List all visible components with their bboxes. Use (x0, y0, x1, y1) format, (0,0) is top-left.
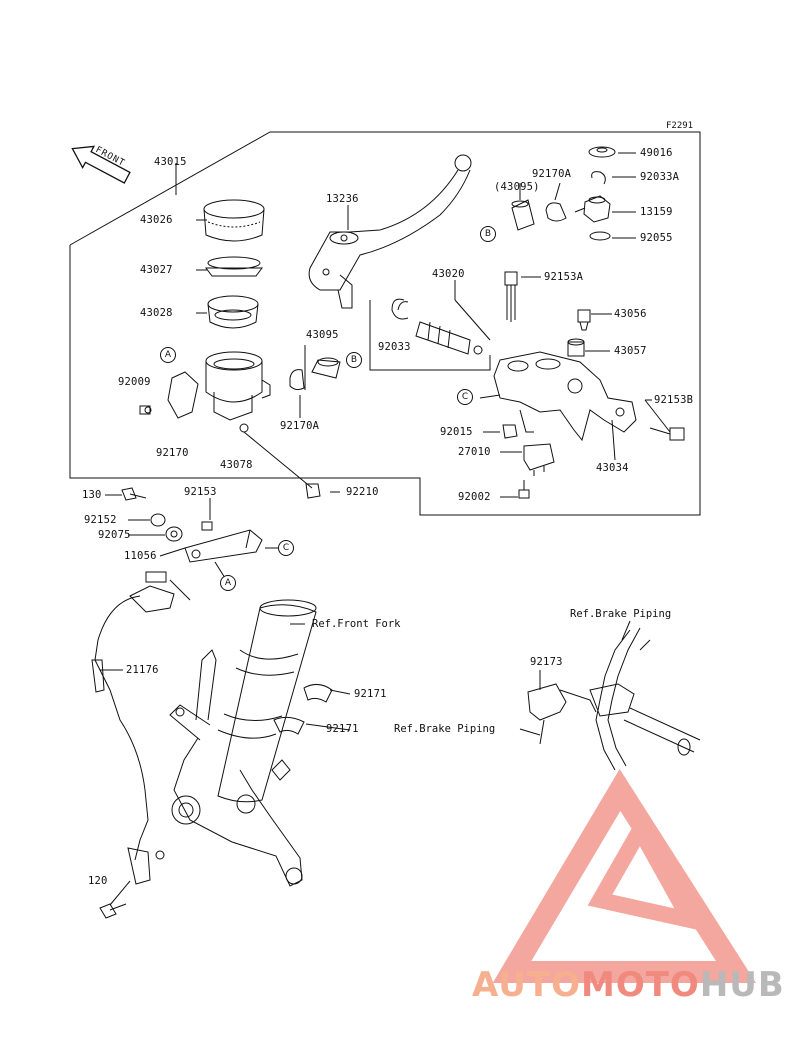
automotohub-watermark: AUTOMOTOHUB (472, 965, 785, 1005)
brake-piping (595, 629, 631, 771)
part-92009: 92009 (118, 376, 151, 388)
part-92075: 92075 (98, 529, 131, 541)
part-120: 120 (88, 875, 108, 887)
ref-brake-piping-left: Ref.Brake Piping (394, 723, 496, 735)
part-92015: 92015 (440, 426, 473, 438)
part-43078: 43078 (220, 459, 253, 471)
part-43028: 43028 (140, 307, 173, 319)
part-11056: 11056 (124, 550, 157, 562)
front-fork (217, 604, 317, 803)
speed-sensor-cable (94, 595, 149, 861)
brake-lever (308, 169, 471, 291)
reservoir-cap (203, 199, 265, 219)
part-92152: 92152 (84, 514, 117, 526)
bracket-11056 (184, 529, 263, 563)
part-43034: 43034 (596, 462, 629, 474)
part-92170a-lower: 92170A (280, 420, 320, 432)
part-92173: 92173 (530, 656, 563, 668)
callout-b-upper: B (480, 226, 496, 242)
part-130: 130 (82, 489, 102, 501)
part-92033a: 92033A (640, 171, 680, 183)
ref-brake-piping-top: Ref.Brake Piping (570, 608, 672, 620)
part-92170: 92170 (156, 447, 189, 459)
part-43095: 43095 (306, 329, 339, 341)
part-92153a: 92153A (544, 271, 584, 283)
diaphragm-plate (205, 267, 263, 277)
watermark-auto: AUTO (472, 965, 581, 1005)
part-43020: 43020 (432, 268, 465, 280)
front-arrow-icon (71, 145, 131, 184)
automotohub-logo-icon (492, 769, 757, 983)
callout-c-lower: C (278, 540, 294, 556)
part-92170a-upper: 92170A (532, 168, 572, 180)
watermark-moto: MOTO (580, 965, 700, 1005)
assembly-outline (69, 131, 701, 516)
part-13236: 13236 (326, 193, 359, 205)
master-cylinder-body (493, 351, 637, 442)
part-43095-paren: (43095) (494, 181, 540, 193)
part-92055: 92055 (640, 232, 673, 244)
watermark-hub: HUB (699, 965, 785, 1005)
part-92153b: 92153B (654, 394, 694, 406)
part-43026: 43026 (140, 214, 173, 226)
callout-b-lower: B (346, 352, 362, 368)
reservoir-body (205, 351, 263, 371)
part-49016: 49016 (640, 147, 673, 159)
part-92033: 92033 (378, 341, 411, 353)
part-43057: 43057 (614, 345, 647, 357)
part-43015: 43015 (154, 156, 187, 168)
callout-a-upper: A (160, 347, 176, 363)
part-27010: 27010 (458, 446, 491, 458)
part-92171-upper: 92171 (354, 688, 387, 700)
ref-front-fork: Ref.Front Fork (312, 618, 401, 630)
part-92171-lower: 92171 (326, 723, 359, 735)
part-92210: 92210 (346, 486, 379, 498)
callout-c-upper: C (457, 389, 473, 405)
part-21176: 21176 (126, 664, 159, 676)
callout-a-lower: A (220, 575, 236, 591)
figure-id: F2291 (666, 121, 694, 131)
part-43056: 43056 (614, 308, 647, 320)
lever-knob (454, 154, 472, 172)
part-92153: 92153 (184, 486, 217, 498)
part-43027: 43027 (140, 264, 173, 276)
part-13159: 13159 (640, 206, 673, 218)
part-92002: 92002 (458, 491, 491, 503)
